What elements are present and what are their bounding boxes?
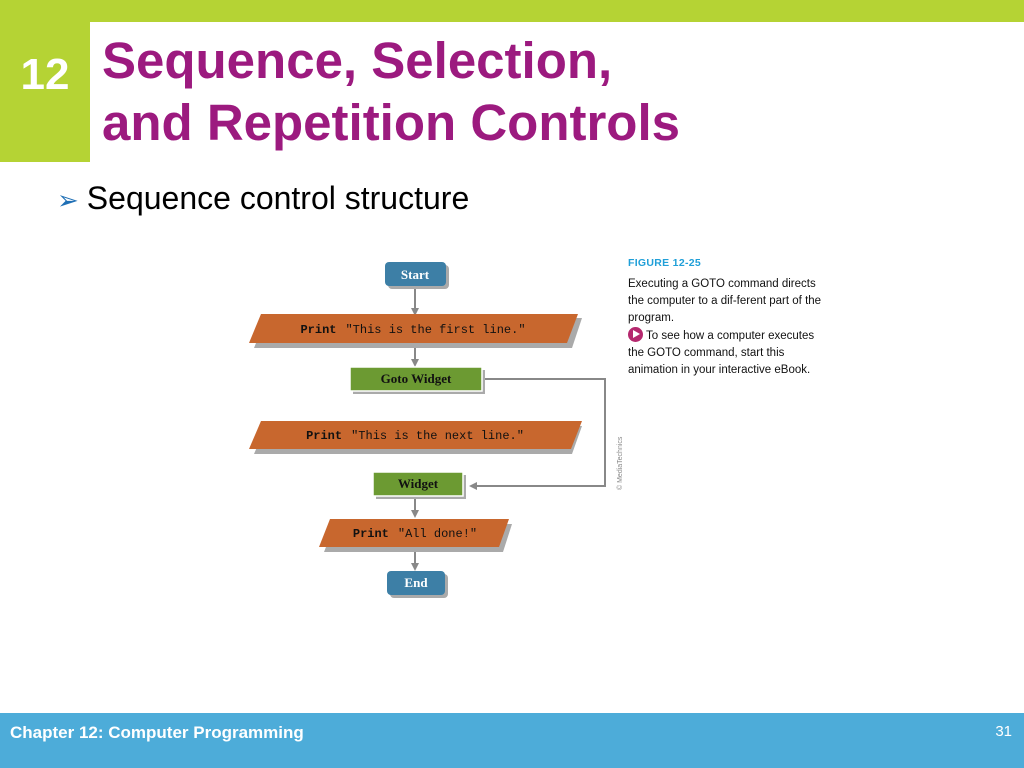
bullet-item: ➢Sequence control structure — [57, 180, 469, 217]
print-text-2: "This is the next line." — [351, 429, 524, 443]
start-label: Start — [401, 267, 430, 282]
svg-text:Print "This is the next: Print "This is the next line." — [306, 428, 524, 443]
play-icon[interactable] — [628, 327, 643, 342]
print-keyword-2: Print — [306, 429, 342, 443]
svg-text:Print "All done!": Print "All done!" — [353, 526, 477, 541]
print-keyword-3: Print — [353, 527, 389, 541]
image-credit: © MediaTechnics — [617, 436, 624, 490]
animation-note: To see how a computer executes the GOTO … — [628, 330, 815, 376]
page-number: 31 — [995, 723, 1012, 740]
flowchart: Start Print "This is the first line." Go… — [249, 262, 606, 598]
chapter-number: 12 — [20, 50, 70, 99]
print-step-2: Print "This is the next line." — [249, 421, 582, 454]
figure-description: Executing a GOTO command directs the com… — [628, 278, 822, 324]
start-terminal: Start — [385, 262, 449, 289]
print-keyword-1: Print — [300, 323, 336, 337]
print-step-1: Print "This is the first line." — [249, 314, 582, 348]
widget-label: Widget — [398, 476, 439, 491]
bullet-text: Sequence control structure — [86, 180, 470, 216]
figure-caption: FIGURE 12-25 Executing a GOTO command di… — [628, 255, 823, 379]
widget-step: Widget — [372, 471, 466, 499]
print-step-3: Print "All done!" — [319, 519, 512, 552]
figure-label: FIGURE 12-25 — [628, 257, 702, 269]
end-terminal: End — [387, 571, 448, 598]
goto-jump-connector — [469, 378, 606, 490]
svg-text:Print "This is the first: Print "This is the first line." — [300, 322, 525, 337]
title-line-1: Sequence, Selection, — [102, 32, 613, 89]
slide-title: Sequence, Selection, and Repetition Cont… — [102, 30, 680, 154]
title-line-2: and Repetition Controls — [102, 94, 680, 151]
print-text-3: "All done!" — [398, 527, 477, 541]
arrow-bullet-icon: ➢ — [57, 185, 79, 215]
top-accent-bar — [0, 0, 1024, 22]
animation-note-row: To see how a computer executes the GOTO … — [628, 327, 823, 379]
goto-label: Goto Widget — [381, 371, 452, 386]
footer-chapter: Chapter 12: Computer Programming — [10, 723, 304, 742]
end-label: End — [404, 575, 428, 590]
goto-step: Goto Widget — [349, 366, 485, 394]
footer-bar: Chapter 12: Computer Programming 31 — [0, 713, 1024, 768]
chapter-badge: 12 — [0, 0, 90, 162]
print-text-1: "This is the first line." — [345, 323, 525, 337]
